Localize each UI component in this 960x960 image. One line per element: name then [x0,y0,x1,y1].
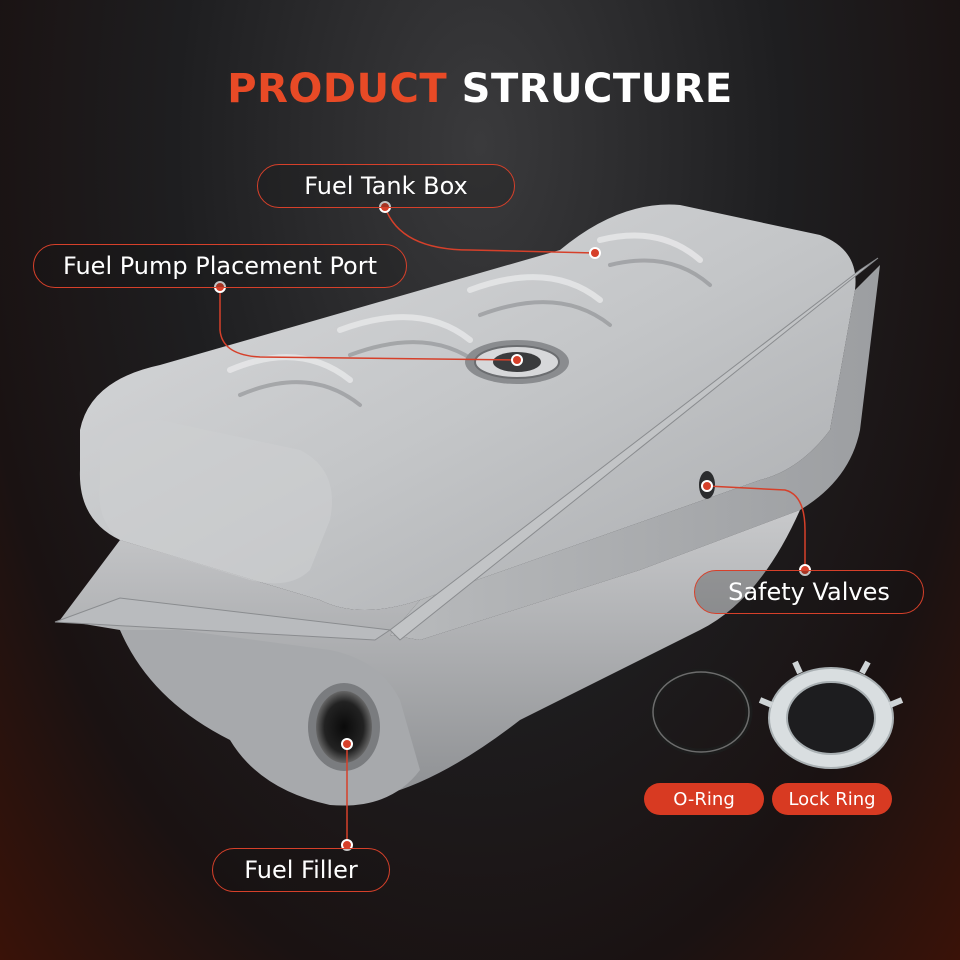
callout-fuel-pump-port: Fuel Pump Placement Port [33,244,407,288]
leader-lines [219,206,806,845]
lock-ring-image [758,660,904,769]
callout-safety-valves: Safety Valves [694,570,924,614]
o-ring-label: O-Ring [644,783,764,815]
callout-fuel-filler: Fuel Filler [212,848,390,892]
callout-dots [214,201,811,851]
lock-ring-label: Lock Ring [772,783,892,815]
title-accent: PRODUCT [227,66,448,112]
title-rest: STRUCTURE [447,66,733,112]
page-title: PRODUCT STRUCTURE [0,66,960,112]
callout-fuel-tank-box: Fuel Tank Box [257,164,515,208]
